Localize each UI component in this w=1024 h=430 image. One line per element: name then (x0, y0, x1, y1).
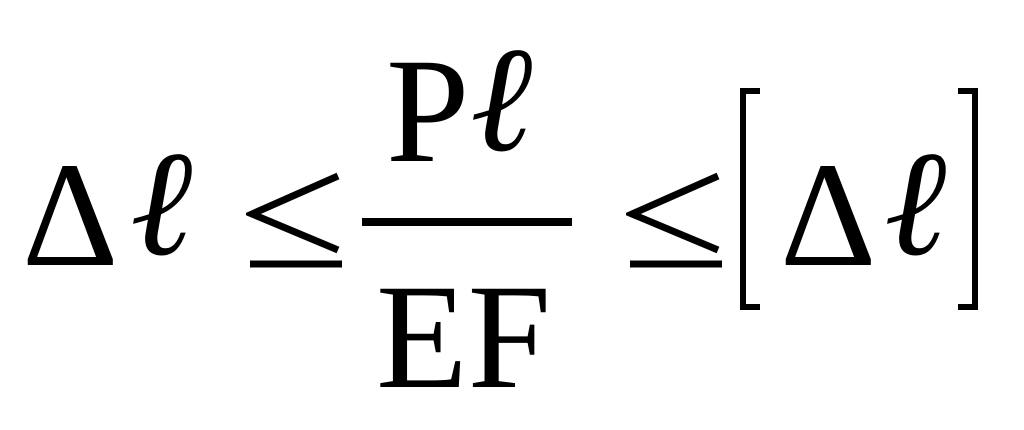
rhs-delta-symbol: Δ (780, 132, 877, 298)
numerator-ell-symbol: ℓ (470, 12, 533, 186)
close-bracket (958, 88, 978, 310)
open-bracket (740, 88, 760, 310)
numerator-p: P (386, 28, 470, 194)
relation-2-leq (626, 172, 722, 268)
lhs-delta-symbol: Δ (22, 132, 119, 298)
fraction-bar (362, 218, 572, 226)
relation-1-leq (246, 172, 342, 268)
rhs-ell-symbol: ℓ (884, 116, 947, 290)
denominator-ef: EF (376, 254, 552, 420)
lhs-ell-symbol: ℓ (130, 116, 193, 290)
